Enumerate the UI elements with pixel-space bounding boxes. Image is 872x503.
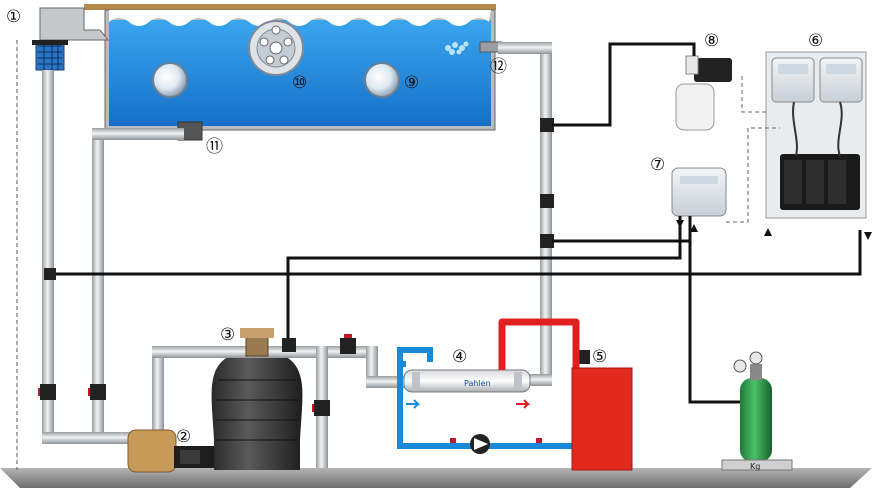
label-main-drain: ⑪ xyxy=(206,137,223,157)
boiler-unit xyxy=(571,367,633,471)
arrow-blue xyxy=(406,399,421,409)
flow-arrows xyxy=(676,220,872,240)
label-heat-exchanger: ④ xyxy=(452,347,467,367)
circulator-pump xyxy=(470,434,490,454)
co2-controller-unit xyxy=(671,167,727,217)
label-pump: ② xyxy=(176,427,191,447)
cold-water-line-top xyxy=(397,347,433,367)
arrow-red xyxy=(516,399,531,409)
air-bubbles xyxy=(445,41,469,55)
pump-unit xyxy=(127,429,214,473)
counter-current-unit xyxy=(248,20,304,76)
control-panel-unit xyxy=(765,51,867,219)
heat-exchanger-unit: Pahlen xyxy=(403,369,531,393)
dashed-signal-lines xyxy=(726,76,780,223)
label-filter: ③ xyxy=(220,325,235,345)
pool-light-right xyxy=(364,62,400,98)
exchanger-brand-label: Pahlen xyxy=(464,379,491,388)
hot-water-line xyxy=(498,318,580,370)
label-skimmer: ① xyxy=(6,7,21,27)
label-counter-current: ⑩ xyxy=(292,73,307,93)
dosing-pump-unit xyxy=(675,55,732,131)
skimmer xyxy=(32,7,110,71)
label-return-inlet: ⑫ xyxy=(490,57,507,77)
label-boiler: ⑤ xyxy=(592,347,607,367)
gas-cylinder: Kg xyxy=(721,351,793,471)
ground xyxy=(0,468,872,488)
sand-filter xyxy=(211,328,303,470)
signal-cables xyxy=(56,42,862,404)
scale-label: Kg xyxy=(750,462,760,471)
pool-light-left xyxy=(152,62,188,98)
label-control-panel: ⑥ xyxy=(808,31,823,51)
label-co2-controller: ⑦ xyxy=(650,155,665,175)
label-dosing-pump: ⑧ xyxy=(704,31,719,51)
callout-labels: ① ② ③ ④ ⑤ ⑥ ⑦ ⑧ ⑨ ⑩ ⑪ ⑫ xyxy=(6,7,823,447)
label-light: ⑨ xyxy=(404,73,419,93)
cold-water-line-bottom xyxy=(397,352,595,449)
